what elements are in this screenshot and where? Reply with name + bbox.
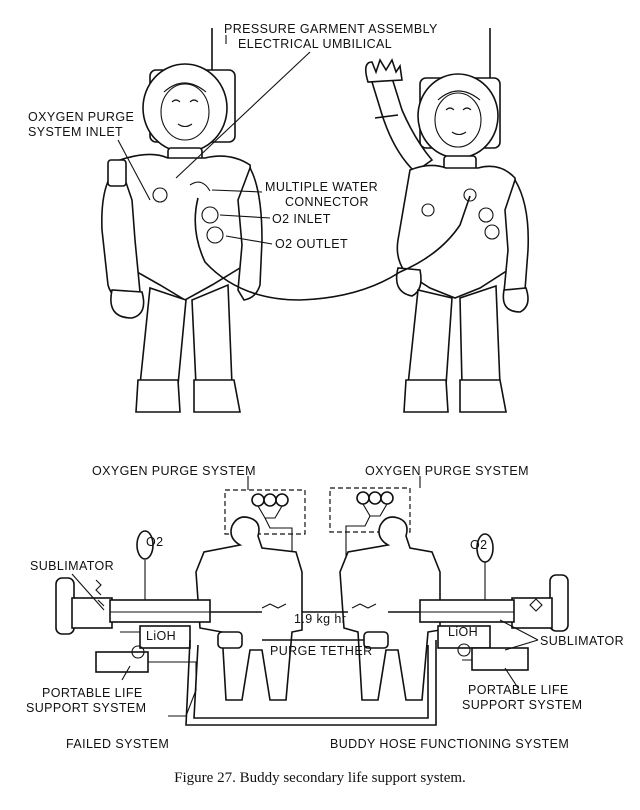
ops-box-right (329, 487, 411, 533)
astronaut-right (364, 28, 530, 413)
label-pga-line1: PRESSURE GARMENT ASSEMBLY (224, 22, 438, 36)
label-plss-right-line1: PORTABLE LIFE (468, 683, 569, 697)
label-buddy-system: BUDDY HOSE FUNCTIONING SYSTEM (330, 737, 569, 751)
label-failed-system: FAILED SYSTEM (66, 737, 169, 751)
plss-left (55, 530, 211, 717)
figure-silhouette-right (339, 516, 441, 701)
label-purge-tether: PURGE TETHER (270, 644, 373, 658)
label-lioh-left: LiOH (146, 629, 176, 643)
label-o2-left: O2 (146, 535, 163, 549)
label-plss-right-line2: SUPPORT SYSTEM (462, 698, 582, 712)
label-ops-left: OXYGEN PURGE SYSTEM (92, 464, 256, 478)
label-pga-line2: ELECTRICAL UMBILICAL (238, 37, 392, 51)
label-sublimator-right: SUBLIMATOR (540, 634, 624, 648)
ops-right-tanks (345, 491, 394, 580)
label-o2-inlet: O2 INLET (272, 212, 331, 226)
ops-left-tanks (251, 493, 293, 560)
ops-box-left (224, 489, 306, 535)
astronaut-left (101, 28, 263, 413)
label-o2-right: O2 (470, 538, 487, 552)
label-sublimator-left: SUBLIMATOR (30, 559, 114, 573)
label-ops-inlet-line1: OXYGEN PURGE (28, 110, 134, 124)
label-plss-left-line1: PORTABLE LIFE (42, 686, 143, 700)
plss-right (419, 533, 569, 671)
label-ops-inlet-line2: SYSTEM INLET (28, 125, 123, 139)
label-flow-rate: 1.9 kg hr (294, 612, 346, 626)
label-ops-right: OXYGEN PURGE SYSTEM (365, 464, 529, 478)
figure-silhouette-left (195, 516, 303, 701)
label-mwc-line2: CONNECTOR (285, 195, 369, 209)
figure-caption: Figure 27. Buddy secondary life support … (174, 770, 466, 786)
label-mwc-line1: MULTIPLE WATER (265, 180, 378, 194)
label-o2-outlet: O2 OUTLET (275, 237, 348, 251)
buddy-hose-loop (185, 639, 437, 726)
label-lioh-right: LiOH (448, 625, 478, 639)
label-plss-left-line2: SUPPORT SYSTEM (26, 701, 146, 715)
